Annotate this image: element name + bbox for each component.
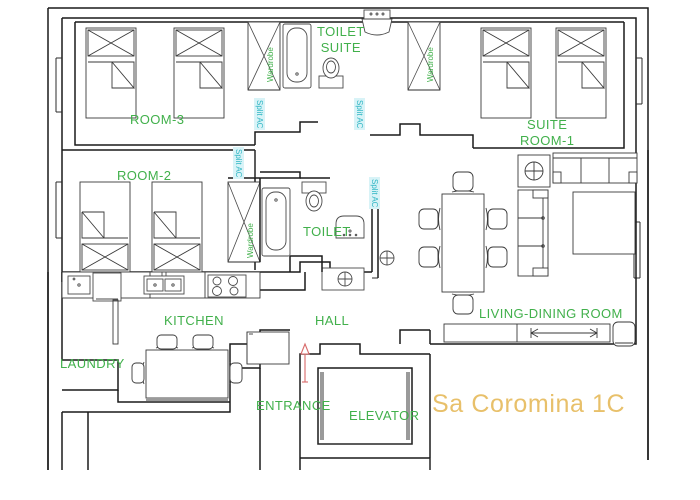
kitchen-tall-unit [112,299,119,345]
room-label-elevator: ELEVATOR [349,408,420,423]
split-ac-label-toilet-suite-left: Split AC [254,98,265,131]
dining-chairs [418,171,508,315]
sofa-left [517,189,549,277]
room-label-toilet-suite-line1: TOILET [317,24,365,39]
washbasin-toilet-suite [361,9,393,36]
side-table [517,154,551,188]
wardrobe-label-room-2: Wardrobe [246,223,255,258]
dining-table [441,193,485,293]
split-ac-label-room-2: Split AC [233,147,244,180]
kitchen-sink [143,272,185,295]
room-label-room-3: ROOM-3 [130,112,185,127]
bidet-hall [321,267,365,291]
room-label-living-dining-room: LIVING-DINING ROOM [479,306,623,321]
wardrobe-room-3 [247,21,281,91]
washbasin-toilet [335,215,365,239]
kitchen-hob [207,274,247,298]
bed-room3-2 [173,27,225,119]
washing-machine [92,272,122,302]
room-label-suite-room-1: SUITE ROOM-1 [520,117,574,150]
wardrobe-label-suite-room-1: Wardrobe [426,47,435,82]
bidet-hall-2 [379,250,395,266]
bathtub-toilet [261,187,291,257]
door-openings [61,150,378,282]
bathtub-toilet-suite [282,23,312,89]
plan-title: Sa Coromina 1C [432,390,626,418]
room-label-laundry: LAUNDRY [60,356,125,371]
room-label-toilet-suite-line2: SUITE [320,40,361,56]
split-ac-label-suite-room-1: Split AC [354,98,365,131]
bed-suite-2 [555,27,607,119]
armchair [612,321,636,347]
bed-room2-2 [151,181,203,273]
room-label-hall: HALL [315,313,350,328]
sideboard [443,323,611,343]
bathroom-walls [228,171,330,272]
sofa-top [552,152,638,184]
wc-toilet [301,181,327,212]
laundry-sink [67,275,91,295]
bed-room3-1 [85,27,137,119]
kitchen-dining-table [131,334,243,401]
coffee-table [572,191,636,255]
room-label-suite-room-1-line1: SUITE [527,117,568,132]
room-label-toilet-suite: TOILET SUITE [317,24,365,57]
room-label-suite-room-1-line2: ROOM-1 [520,133,575,149]
room-label-kitchen: KITCHEN [164,313,224,328]
bed-room2-1 [79,181,131,273]
room-label-toilet: TOILET [303,224,351,239]
hall-closet [246,331,290,365]
wc-toilet-suite [318,57,344,89]
room-label-room-2: ROOM-2 [117,168,172,183]
wardrobe-suite-room-1 [407,21,441,91]
wardrobe-room-2 [227,181,261,263]
entrance-direction-arrow [300,342,310,383]
room-label-entrance: ENTRANCE [256,398,331,413]
bed-suite-1 [480,27,532,119]
elevator-car [317,367,413,445]
split-ac-label-hall: Split AC [369,177,380,210]
wardrobe-label-room-3: Wardrobe [266,47,275,82]
